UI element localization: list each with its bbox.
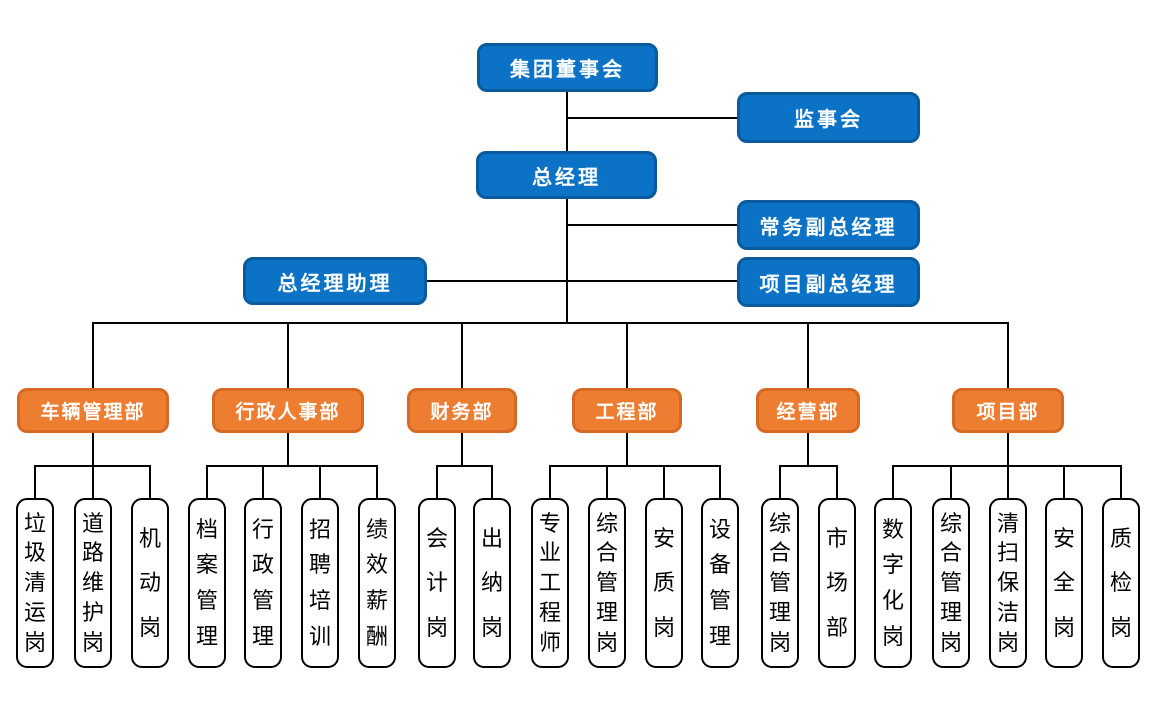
connector-drop-dept bbox=[461, 322, 463, 388]
connector-drop-position bbox=[92, 465, 94, 498]
position-box: 数字化岗 bbox=[874, 498, 912, 668]
position-box: 机动岗 bbox=[131, 498, 169, 668]
dept-engineering: 工程部 bbox=[572, 388, 682, 433]
connector-drop-position bbox=[779, 465, 781, 498]
dept-operations: 经营部 bbox=[756, 388, 860, 433]
connector-drop-position bbox=[1007, 465, 1009, 498]
connector-drop-dept bbox=[92, 322, 94, 388]
connector-drop-position bbox=[1120, 465, 1122, 498]
connector-drop-dept bbox=[1007, 322, 1009, 388]
connector-drop-position bbox=[34, 465, 36, 498]
connector-drop-dept bbox=[807, 322, 809, 388]
dept-admin-hr: 行政人事部 bbox=[212, 388, 364, 433]
node-general-manager: 总经理 bbox=[476, 151, 657, 199]
connector-children-bus bbox=[206, 465, 378, 467]
connector-children-bus bbox=[779, 465, 838, 467]
connector-drop-dept bbox=[287, 322, 289, 388]
connector-drop-position bbox=[436, 465, 438, 498]
position-box: 清扫保洁岗 bbox=[989, 498, 1027, 668]
connector-drop-position bbox=[663, 465, 665, 498]
connector-drop-position bbox=[549, 465, 551, 498]
connector-drop-position bbox=[892, 465, 894, 498]
connector-drop-position bbox=[1063, 465, 1065, 498]
position-box: 设备管理 bbox=[701, 498, 739, 668]
connector-children-bus bbox=[436, 465, 493, 467]
connector-children-bus bbox=[549, 465, 721, 467]
connector-departments-bus bbox=[92, 322, 1009, 324]
connector-dept-children bbox=[626, 433, 628, 467]
position-box: 专业工程师 bbox=[531, 498, 569, 668]
position-box: 招聘培训 bbox=[301, 498, 339, 668]
connector-drop-position bbox=[950, 465, 952, 498]
node-deputy-project: 项目副总经理 bbox=[737, 257, 920, 307]
node-board: 集团董事会 bbox=[477, 43, 658, 92]
connector-drop-position bbox=[262, 465, 264, 498]
position-box: 出纳岗 bbox=[473, 498, 511, 668]
connector-gm-trunk bbox=[566, 199, 568, 323]
position-box: 安质岗 bbox=[645, 498, 683, 668]
connector-drop-position bbox=[491, 465, 493, 498]
position-box: 市场部 bbox=[818, 498, 856, 668]
connector-drop-dept bbox=[626, 322, 628, 388]
dept-project: 项目部 bbox=[952, 388, 1064, 433]
connector-drop-position bbox=[836, 465, 838, 498]
position-box: 质检岗 bbox=[1102, 498, 1140, 668]
position-box: 道路维护岗 bbox=[74, 498, 112, 668]
connector-drop-position bbox=[376, 465, 378, 498]
connector-assistant-deputy-project bbox=[427, 280, 737, 282]
node-gm-assistant: 总经理助理 bbox=[243, 257, 427, 305]
connector-drop-position bbox=[719, 465, 721, 498]
connector-drop-position bbox=[606, 465, 608, 498]
dept-finance: 财务部 bbox=[407, 388, 517, 433]
connector-dept-children bbox=[92, 433, 94, 467]
connector-board-gm bbox=[566, 92, 568, 151]
position-box: 安全岗 bbox=[1045, 498, 1083, 668]
position-box: 绩效薪酬 bbox=[358, 498, 396, 668]
connector-dept-children bbox=[1007, 433, 1009, 467]
position-box: 综合管理岗 bbox=[588, 498, 626, 668]
position-box: 垃圾清运岗 bbox=[16, 498, 54, 668]
connector-supervisory bbox=[567, 117, 737, 119]
connector-dept-children bbox=[287, 433, 289, 467]
position-box: 综合管理岗 bbox=[761, 498, 799, 668]
position-box: 档案管理 bbox=[188, 498, 226, 668]
dept-vehicle-management: 车辆管理部 bbox=[17, 388, 169, 433]
connector-drop-position bbox=[319, 465, 321, 498]
connector-dept-children bbox=[461, 433, 463, 467]
node-deputy-executive: 常务副总经理 bbox=[737, 200, 920, 250]
position-box: 行政管理 bbox=[244, 498, 282, 668]
connector-drop-position bbox=[206, 465, 208, 498]
position-box: 会计岗 bbox=[418, 498, 456, 668]
connector-drop-position bbox=[149, 465, 151, 498]
connector-deputy-executive bbox=[567, 224, 737, 226]
connector-dept-children bbox=[807, 433, 809, 467]
node-supervisory: 监事会 bbox=[737, 92, 920, 143]
position-box: 综合管理岗 bbox=[932, 498, 970, 668]
